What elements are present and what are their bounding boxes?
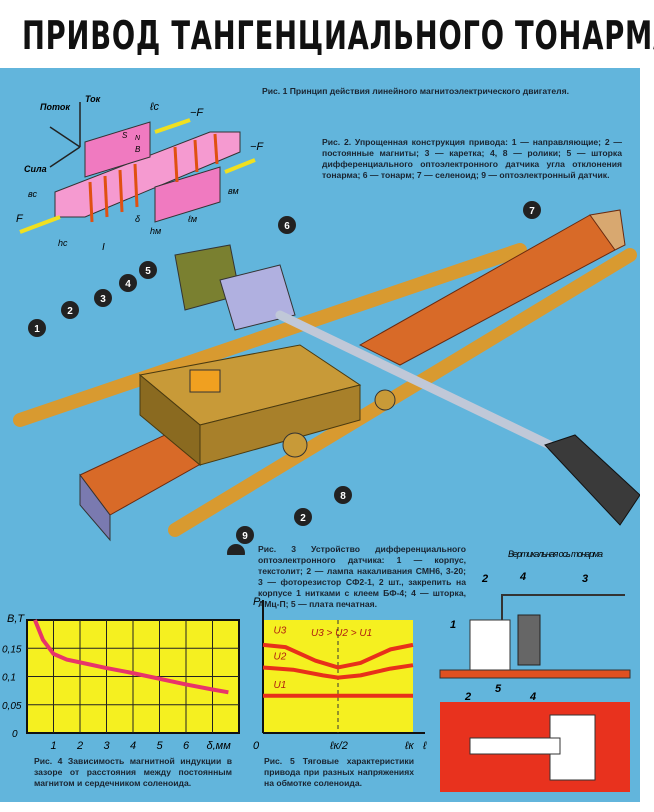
hm-label: hм	[150, 226, 161, 236]
roller	[282, 432, 308, 458]
callout-2-top: 2	[464, 691, 471, 703]
callout-2: 2	[67, 306, 73, 317]
series-label: U1	[274, 680, 287, 691]
callout-9: 9	[242, 531, 248, 542]
n-label: N	[135, 135, 141, 142]
y-tick-label: 0,1	[2, 673, 16, 684]
fig1-motor-diagram: Поток Ток Сила ℓс −F −F F вс вм δ hм ℓм …	[16, 94, 264, 252]
fig2-caption: Рис. 2. Упрощенная конструкция привода: …	[322, 137, 622, 180]
fig5-caption: Рис. 5 Тяговые характеристики привода пр…	[264, 756, 414, 788]
y-axis-label: B,T	[7, 613, 25, 625]
neg-f-label: −F	[190, 107, 204, 119]
series-label: U3	[274, 626, 287, 637]
x-tick-label: 6	[183, 740, 190, 750]
flux-label: Поток	[40, 102, 70, 112]
delta-label: δ	[135, 214, 141, 224]
current-i-label: I	[102, 242, 105, 252]
x-tick-label: 4	[130, 740, 136, 750]
curve-U2	[262, 663, 414, 680]
callout-6: 6	[284, 221, 290, 232]
callout-1: 1	[34, 324, 40, 335]
fig4-caption: Рис. 4 Зависимость магнитной индукции в …	[34, 756, 232, 788]
fig3-caption: Рис. 3 Устройство дифференциального опто…	[258, 544, 466, 609]
callout-3: 3	[582, 573, 588, 585]
callout-1: 1	[450, 619, 456, 631]
annotation: U3 > U2 > U1	[311, 628, 372, 639]
series-label: U2	[274, 652, 287, 663]
callout-4: 4	[519, 571, 526, 583]
lm-label: ℓм	[187, 214, 197, 224]
callout-5: 5	[145, 266, 151, 277]
bc-label: вс	[28, 189, 38, 199]
x-tick-label: 2	[76, 740, 83, 750]
induction-curve	[33, 619, 229, 695]
cartridge	[544, 434, 640, 526]
page-title: ПРИВОД ТАНГЕНЦИАЛЬНОГО ТОНАРМА	[22, 14, 654, 59]
force-label: Сила	[24, 164, 47, 174]
guide-rail-rear	[13, 243, 527, 427]
x-axis-label: ℓ	[422, 740, 427, 750]
fig4-induction-chart: 1 2 3 4 5 6 0 0,05 0,1 0,15 B,T δ,мм	[2, 613, 240, 750]
callout-4: 4	[125, 279, 131, 290]
x-tick-label: 5	[157, 740, 164, 750]
b-label: B	[135, 145, 141, 154]
lc-label: ℓс	[149, 101, 160, 113]
callout-5: 5	[495, 683, 502, 695]
x-tick-label: 0	[253, 740, 260, 750]
x-tick-label: ℓк/2	[329, 740, 348, 750]
callout-2: 2	[481, 573, 488, 585]
callout-4-top: 4	[529, 691, 536, 703]
force-arrow	[19, 215, 61, 234]
callout-7: 7	[529, 206, 535, 217]
callout-2b: 2	[300, 513, 306, 524]
x-axis-label: δ,мм	[207, 740, 232, 750]
x-tick-label: 1	[51, 740, 57, 750]
magnet-front	[154, 166, 221, 223]
callout-3: 3	[100, 294, 106, 305]
y-tick-label: 0,15	[2, 644, 22, 655]
magnet-rear	[84, 121, 151, 178]
s-label: S	[122, 131, 128, 140]
guide-rail-front	[168, 248, 637, 537]
current-label: Ток	[85, 94, 101, 104]
title-bar: ПРИВОД ТАНГЕНЦИАЛЬНОГО ТОНАРМА	[0, 0, 654, 68]
y-axis-label: P	[253, 596, 261, 608]
curve-U3	[262, 642, 414, 670]
f-label: F	[16, 213, 24, 225]
tonearm	[275, 310, 565, 455]
fig3-sensor-diagram: Вертикальная ось тонарма 1 2 3 4 5 2 4	[439, 549, 631, 792]
fig1-caption: Рис. 1 Принцип действия линейного магнит…	[262, 86, 570, 96]
y-tick-label: 0,05	[2, 701, 22, 712]
hc-label: hс	[58, 238, 68, 248]
x-tick-label: ℓк	[404, 740, 415, 750]
x-tick-label: 3	[104, 740, 111, 750]
y-tick-label: 0	[12, 729, 18, 740]
neg-f-label-2: −F	[250, 141, 264, 153]
fig2-drive-illustration: 1 2 3 4 5 6 7 8 9 2	[13, 201, 640, 555]
vertical-axis-label: Вертикальная ось тонарма	[508, 549, 603, 559]
callout-8: 8	[340, 491, 346, 502]
circuit-board	[439, 669, 631, 679]
bm-label: вм	[228, 186, 239, 196]
